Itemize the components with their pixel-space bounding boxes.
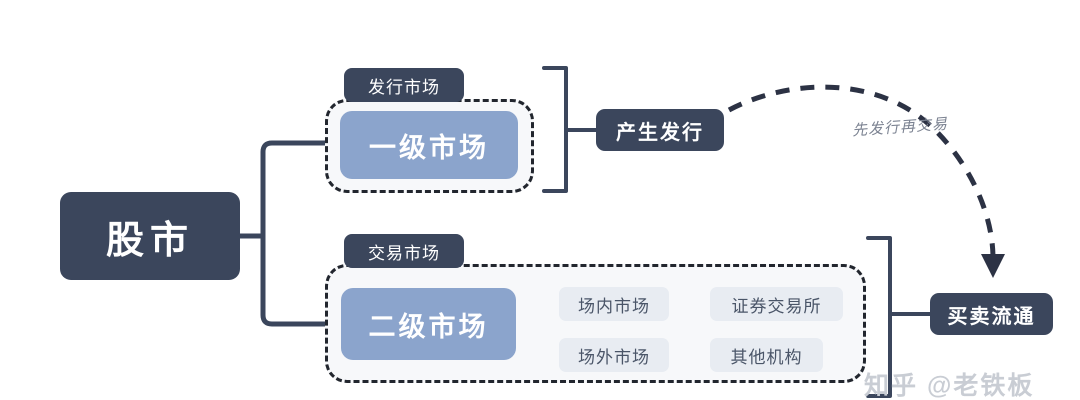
node-stock-exchange[interactable]: 证券交易所 <box>710 287 843 321</box>
wire-flow-dashed <box>727 84 996 259</box>
node-primary-market[interactable]: 一级市场 <box>340 111 518 179</box>
flow-arrowhead <box>981 254 1005 278</box>
node-floor-market[interactable]: 场内市场 <box>559 287 669 321</box>
node-stock-market-root[interactable]: 股市 <box>60 192 240 280</box>
node-issuance-outcome[interactable]: 产生发行 <box>596 109 724 151</box>
wire-primary-bracket <box>542 66 568 193</box>
node-otc-market[interactable]: 场外市场 <box>559 338 669 372</box>
node-other-institutions[interactable]: 其他机构 <box>710 338 823 372</box>
wire-root-to-primary <box>260 140 328 239</box>
watermark: 知乎 @老铁板 <box>864 372 1035 400</box>
group-tab-issuance-market[interactable]: 发行市场 <box>344 68 464 102</box>
group-tab-trading-market[interactable]: 交易市场 <box>344 234 464 268</box>
node-circulation-outcome[interactable]: 买卖流通 <box>930 293 1053 335</box>
flow-annotation-label: 先发行再交易 <box>851 115 949 140</box>
node-secondary-market[interactable]: 二级市场 <box>341 288 516 360</box>
wire-root-to-secondary <box>260 233 328 327</box>
